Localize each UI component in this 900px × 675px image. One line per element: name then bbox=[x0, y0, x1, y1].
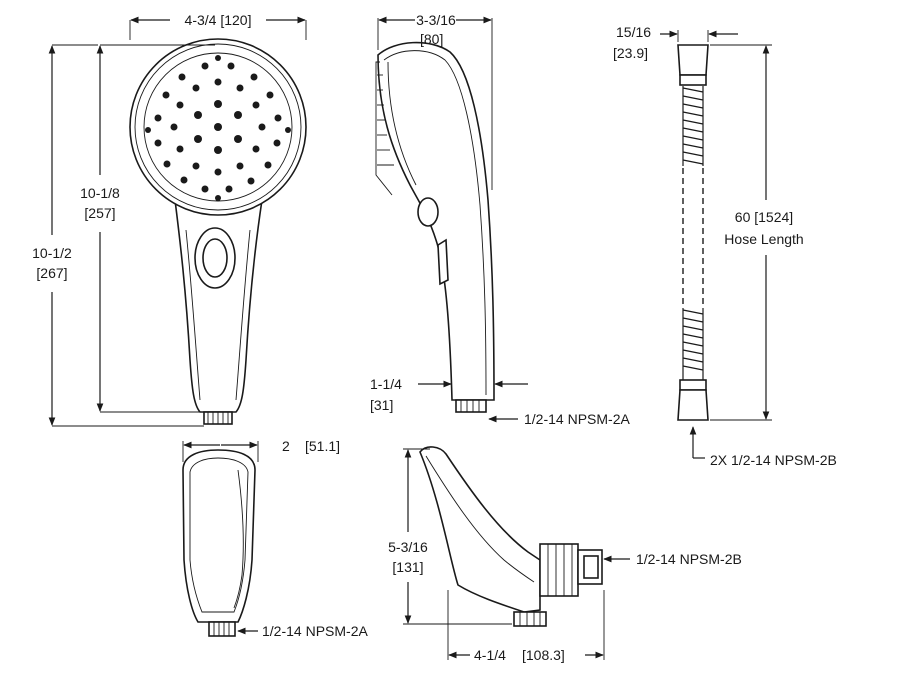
face-height-label: 10-1/8 bbox=[80, 185, 120, 201]
hose-coil-bottom bbox=[682, 308, 704, 380]
hose-coil-top bbox=[682, 86, 704, 166]
front-view: 4-3/4 [120] 10-1/8 [257] 10-1/2 [267] bbox=[32, 12, 307, 427]
hose-view: 15/16 [23.9] 60 [1524] Hose Length 2X 1/… bbox=[613, 24, 837, 468]
bottom-view: 2 [51.1] 1/2-14 NPSM-2A bbox=[182, 438, 368, 639]
hose-length-text-label: Hose Length bbox=[724, 231, 803, 247]
hose-nut-label: 15/16 bbox=[616, 24, 651, 40]
hose-nut-mm-label: [23.9] bbox=[613, 45, 648, 61]
bottom-width-label: 2 bbox=[282, 438, 290, 454]
handle-width-mm-label: [31] bbox=[370, 397, 393, 413]
side-view: 3-3/16 [80] 1-1/4 [31] 1/2-14 NPSM-2A bbox=[370, 12, 630, 427]
handle-width-label: 1-1/4 bbox=[370, 376, 402, 392]
handle-thread-label: 1/2-14 NPSM-2A bbox=[524, 411, 630, 427]
head-depth-mm-label: [80] bbox=[420, 31, 443, 47]
bracket-thread-label: 1/2-14 NPSM-2B bbox=[636, 551, 742, 567]
head-width-label: 4-3/4 [120] bbox=[185, 12, 252, 28]
spray-nozzles bbox=[145, 55, 291, 201]
bracket-height-label: 5-3/16 bbox=[388, 539, 428, 555]
hose-length-label: 60 [1524] bbox=[735, 209, 793, 225]
hose-thread-label: 2X 1/2-14 NPSM-2B bbox=[710, 452, 837, 468]
bracket-height-mm-label: [131] bbox=[392, 559, 423, 575]
bottom-width-mm-label: [51.1] bbox=[305, 438, 340, 454]
overall-height-label: 10-1/2 bbox=[32, 245, 72, 261]
bottom-thread-label: 1/2-14 NPSM-2A bbox=[262, 623, 368, 639]
overall-height-mm-label: [267] bbox=[36, 265, 67, 281]
bracket-view: 5-3/16 [131] 1/2-14 NPSM-2B 4-1/4 [108.3… bbox=[388, 446, 742, 663]
face-height-mm-label: [257] bbox=[84, 205, 115, 221]
bracket-width-mm-label: [108.3] bbox=[522, 647, 565, 663]
head-depth-label: 3-3/16 bbox=[416, 12, 456, 28]
bracket-width-label: 4-1/4 bbox=[474, 647, 506, 663]
